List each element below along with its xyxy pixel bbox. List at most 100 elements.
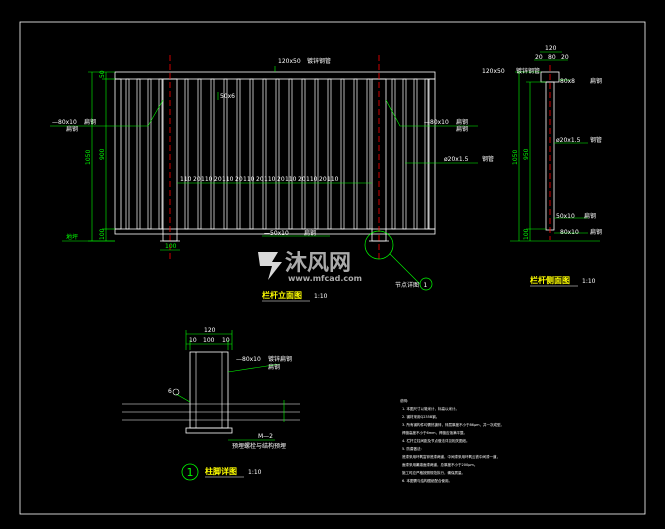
- detail-title-circle: [181, 463, 199, 481]
- spacing-dim-label: 20: [256, 176, 264, 183]
- spacing-dim-label: 20: [235, 176, 243, 183]
- baluster: [413, 78, 418, 230]
- height-top: 50: [99, 70, 106, 78]
- height-bottom: 100: [99, 228, 106, 240]
- elevation-view: 地坪 50 1050 900 100 120x50 镀锌钢管 —80x10 扁钢…: [50, 55, 494, 302]
- baluster: [184, 78, 189, 230]
- ground-label: 地坪: [66, 233, 78, 241]
- side-sub-1: 20: [535, 54, 543, 61]
- right-frame: [428, 78, 436, 230]
- side-top-rail-note: 镀锌钢管: [516, 67, 540, 75]
- watermark-brand: 沐风网: [285, 251, 351, 276]
- baluster: [236, 78, 241, 230]
- baluster: [402, 78, 407, 230]
- detail-sub-2: 100: [203, 337, 215, 344]
- side-bar2: 80x10: [560, 229, 579, 236]
- bottom-bar-label: —50x10: [264, 230, 289, 237]
- side-top-rail: 120x50: [482, 68, 505, 75]
- side-top-width: 120: [545, 45, 557, 52]
- note-line: 焊缝高度不小于6mm，焊缝应饱满平整。: [402, 430, 467, 435]
- spacing-dim-label: 110: [306, 176, 318, 183]
- baluster: [210, 78, 215, 230]
- top-rail-note: 镀锌钢管: [307, 57, 331, 65]
- detail-dim-ticks: [185, 330, 233, 350]
- spacing-dim-label: 110: [243, 176, 255, 183]
- baluster: [314, 78, 319, 230]
- rail-left-sub: 扁钢: [66, 125, 78, 133]
- spacing-dim-label: 110: [201, 176, 213, 183]
- tag-50: 50x6: [220, 93, 235, 100]
- detail-title: 柱脚详图: [205, 466, 237, 476]
- detail-sub-1: 10: [189, 337, 197, 344]
- bottom-bar: [114, 228, 436, 235]
- side-height-total: 1050: [512, 150, 519, 165]
- baluster-note: 钢管: [482, 155, 494, 163]
- side-baluster-note: 钢管: [590, 136, 602, 144]
- side-height-dims: [515, 71, 546, 241]
- side-bar2-note: 扁钢: [590, 228, 602, 236]
- baluster: [158, 78, 163, 230]
- spacing-dim-label: 20: [193, 176, 201, 183]
- note-line: 1. 本图尺寸以毫米计，标高以米计。: [402, 406, 459, 411]
- note-line: 施工时应严格按照规范执行，确保质量。: [402, 470, 465, 475]
- side-bar1: 50x10: [556, 213, 575, 220]
- baluster: [391, 78, 396, 230]
- side-scale: 1:10: [582, 278, 596, 285]
- spacing-dim-label: 20: [277, 176, 285, 183]
- baluster: [327, 78, 332, 230]
- top-rail: [114, 71, 436, 80]
- notes-block: 说明: 1. 本图尺寸以毫米计，标高以米计。 2. 钢材采用Q235B钢。 3.…: [400, 398, 504, 483]
- weld-leader: [175, 393, 191, 403]
- spacing-dim-label: 110: [285, 176, 297, 183]
- callout-note: 节点详图: [395, 281, 419, 289]
- baluster: [288, 78, 293, 230]
- note-line: 6. 本图需与结构图纸配合使用。: [402, 478, 452, 483]
- side-height-bottom: 100: [523, 228, 530, 240]
- side-cap: 80x8: [560, 78, 575, 85]
- detail-plate: —80x10: [236, 356, 261, 363]
- detail-plate-leader: [227, 363, 281, 373]
- elevation-title: 栏杆立面图: [262, 290, 302, 300]
- height-mid: 900: [99, 148, 106, 160]
- height-dims: [88, 71, 115, 242]
- baluster: [262, 78, 267, 230]
- baluster: [366, 78, 371, 230]
- side-view: 120 20 80 20 1050 950 100 120x50 镀锌钢管 80…: [482, 45, 602, 287]
- detail-sub-3: 10: [222, 337, 230, 344]
- baluster: [340, 78, 345, 230]
- rail-right-leader: [385, 99, 478, 127]
- baluster: [353, 78, 358, 230]
- watermark-url: www.mfcad.com: [288, 274, 362, 283]
- baluster: [301, 78, 306, 230]
- rail-left-leader: [50, 99, 164, 127]
- rail-right-note: 扁钢: [456, 118, 468, 126]
- side-baluster: ø20x1.5: [556, 137, 581, 144]
- baluster: [424, 78, 429, 230]
- callout-leader: [389, 253, 421, 285]
- detail-plate-sub: 扁钢: [268, 363, 280, 371]
- note-line: 2. 钢材采用Q235B钢。: [402, 414, 439, 419]
- baluster-label: ø20x1.5: [444, 156, 469, 163]
- note-line: 3. 所有钢构件均需热镀锌，锌层厚度不小于86μm，并一次成型。: [402, 422, 504, 427]
- spacing-dim-label: 20: [298, 176, 306, 183]
- spacing-dim-label: 110: [327, 176, 339, 183]
- notes-heading: 说明:: [400, 398, 408, 403]
- weld-symbol: [172, 388, 180, 396]
- note-line: 5. 防腐做法:: [402, 446, 422, 451]
- callout-ref-number: 1: [424, 282, 428, 289]
- post-offset: 100: [165, 243, 177, 250]
- baluster: [147, 78, 152, 230]
- watermark: 沐风网 www.mfcad.com: [258, 251, 362, 283]
- side-sub-2: 80: [548, 54, 556, 61]
- side-bar1-note: 扁钢: [584, 212, 596, 220]
- baluster: [223, 78, 228, 230]
- side-height-mid: 950: [523, 148, 530, 160]
- base-plate: [185, 427, 233, 434]
- spacing-dim-label: 20: [319, 176, 327, 183]
- spacing-dim-label: 110: [264, 176, 276, 183]
- spacing-dim-label: 110: [222, 176, 234, 183]
- baluster: [249, 78, 254, 230]
- anchor-label: M—2: [258, 433, 273, 440]
- baluster: [197, 78, 202, 230]
